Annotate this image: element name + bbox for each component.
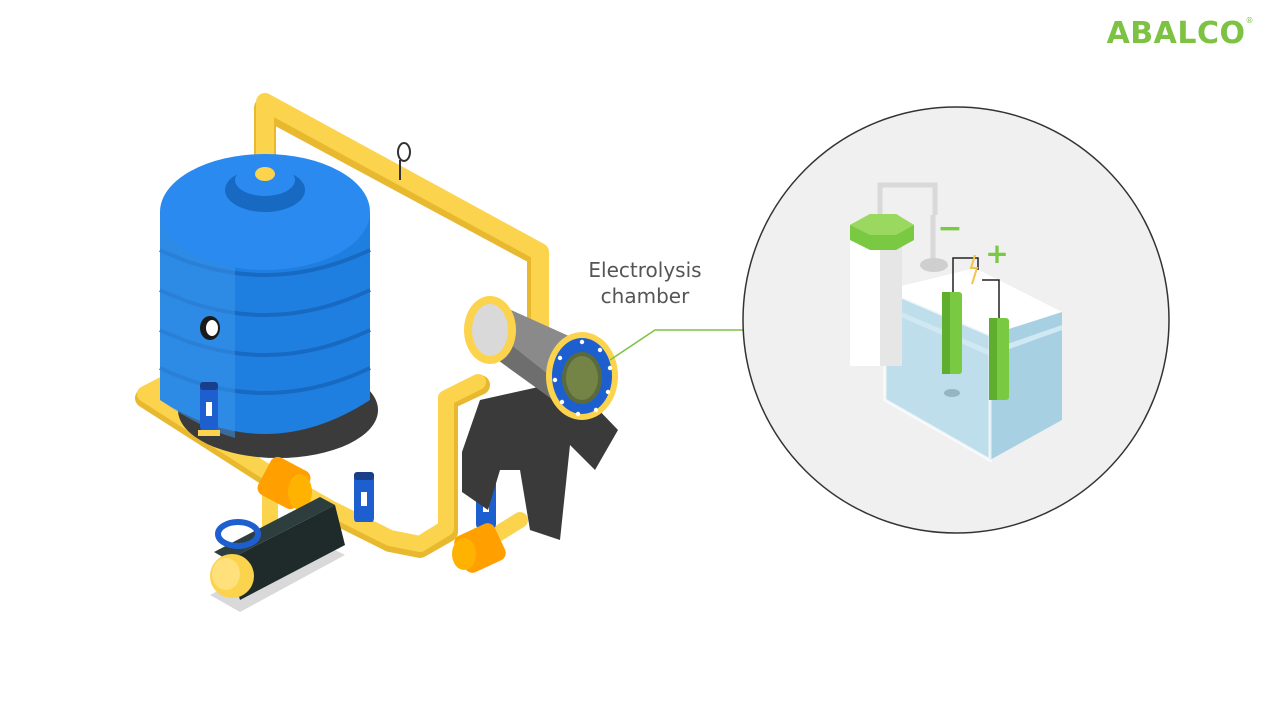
orange-valve-2 <box>452 523 506 573</box>
electrolysis-cell <box>883 268 1062 463</box>
wire-negative <box>952 257 979 295</box>
inline-sensor-1 <box>198 382 220 436</box>
pressure-gauge <box>397 142 411 180</box>
pump <box>210 497 345 612</box>
electrode-negative <box>942 292 962 374</box>
water-tank <box>159 154 378 458</box>
pump-flange-ring <box>215 519 261 549</box>
gas-collector <box>850 182 948 366</box>
zoom-detail-circle: − + <box>742 106 1170 534</box>
electrode-positive <box>989 318 1009 400</box>
orange-valve-1 <box>257 456 312 510</box>
label-line-2: chamber <box>600 284 690 308</box>
brand-registered-mark: ® <box>1245 16 1254 25</box>
wire-positive <box>982 279 1000 320</box>
inline-sensor-2 <box>352 472 376 528</box>
spark-icon <box>969 254 979 285</box>
electrolysis-chamber-label: Electrolysis chamber <box>570 257 720 309</box>
brand-logo: ABALCO® <box>1107 16 1254 51</box>
electrolysis-chamber <box>462 296 618 540</box>
upper-pipe <box>256 93 549 339</box>
chamber-support <box>462 380 618 540</box>
label-line-1: Electrolysis <box>588 258 702 282</box>
brand-name: ABALCO <box>1106 16 1246 51</box>
minus-sign: − <box>937 211 962 246</box>
plus-sign: + <box>985 237 1008 270</box>
callout-leader-line <box>609 329 745 361</box>
